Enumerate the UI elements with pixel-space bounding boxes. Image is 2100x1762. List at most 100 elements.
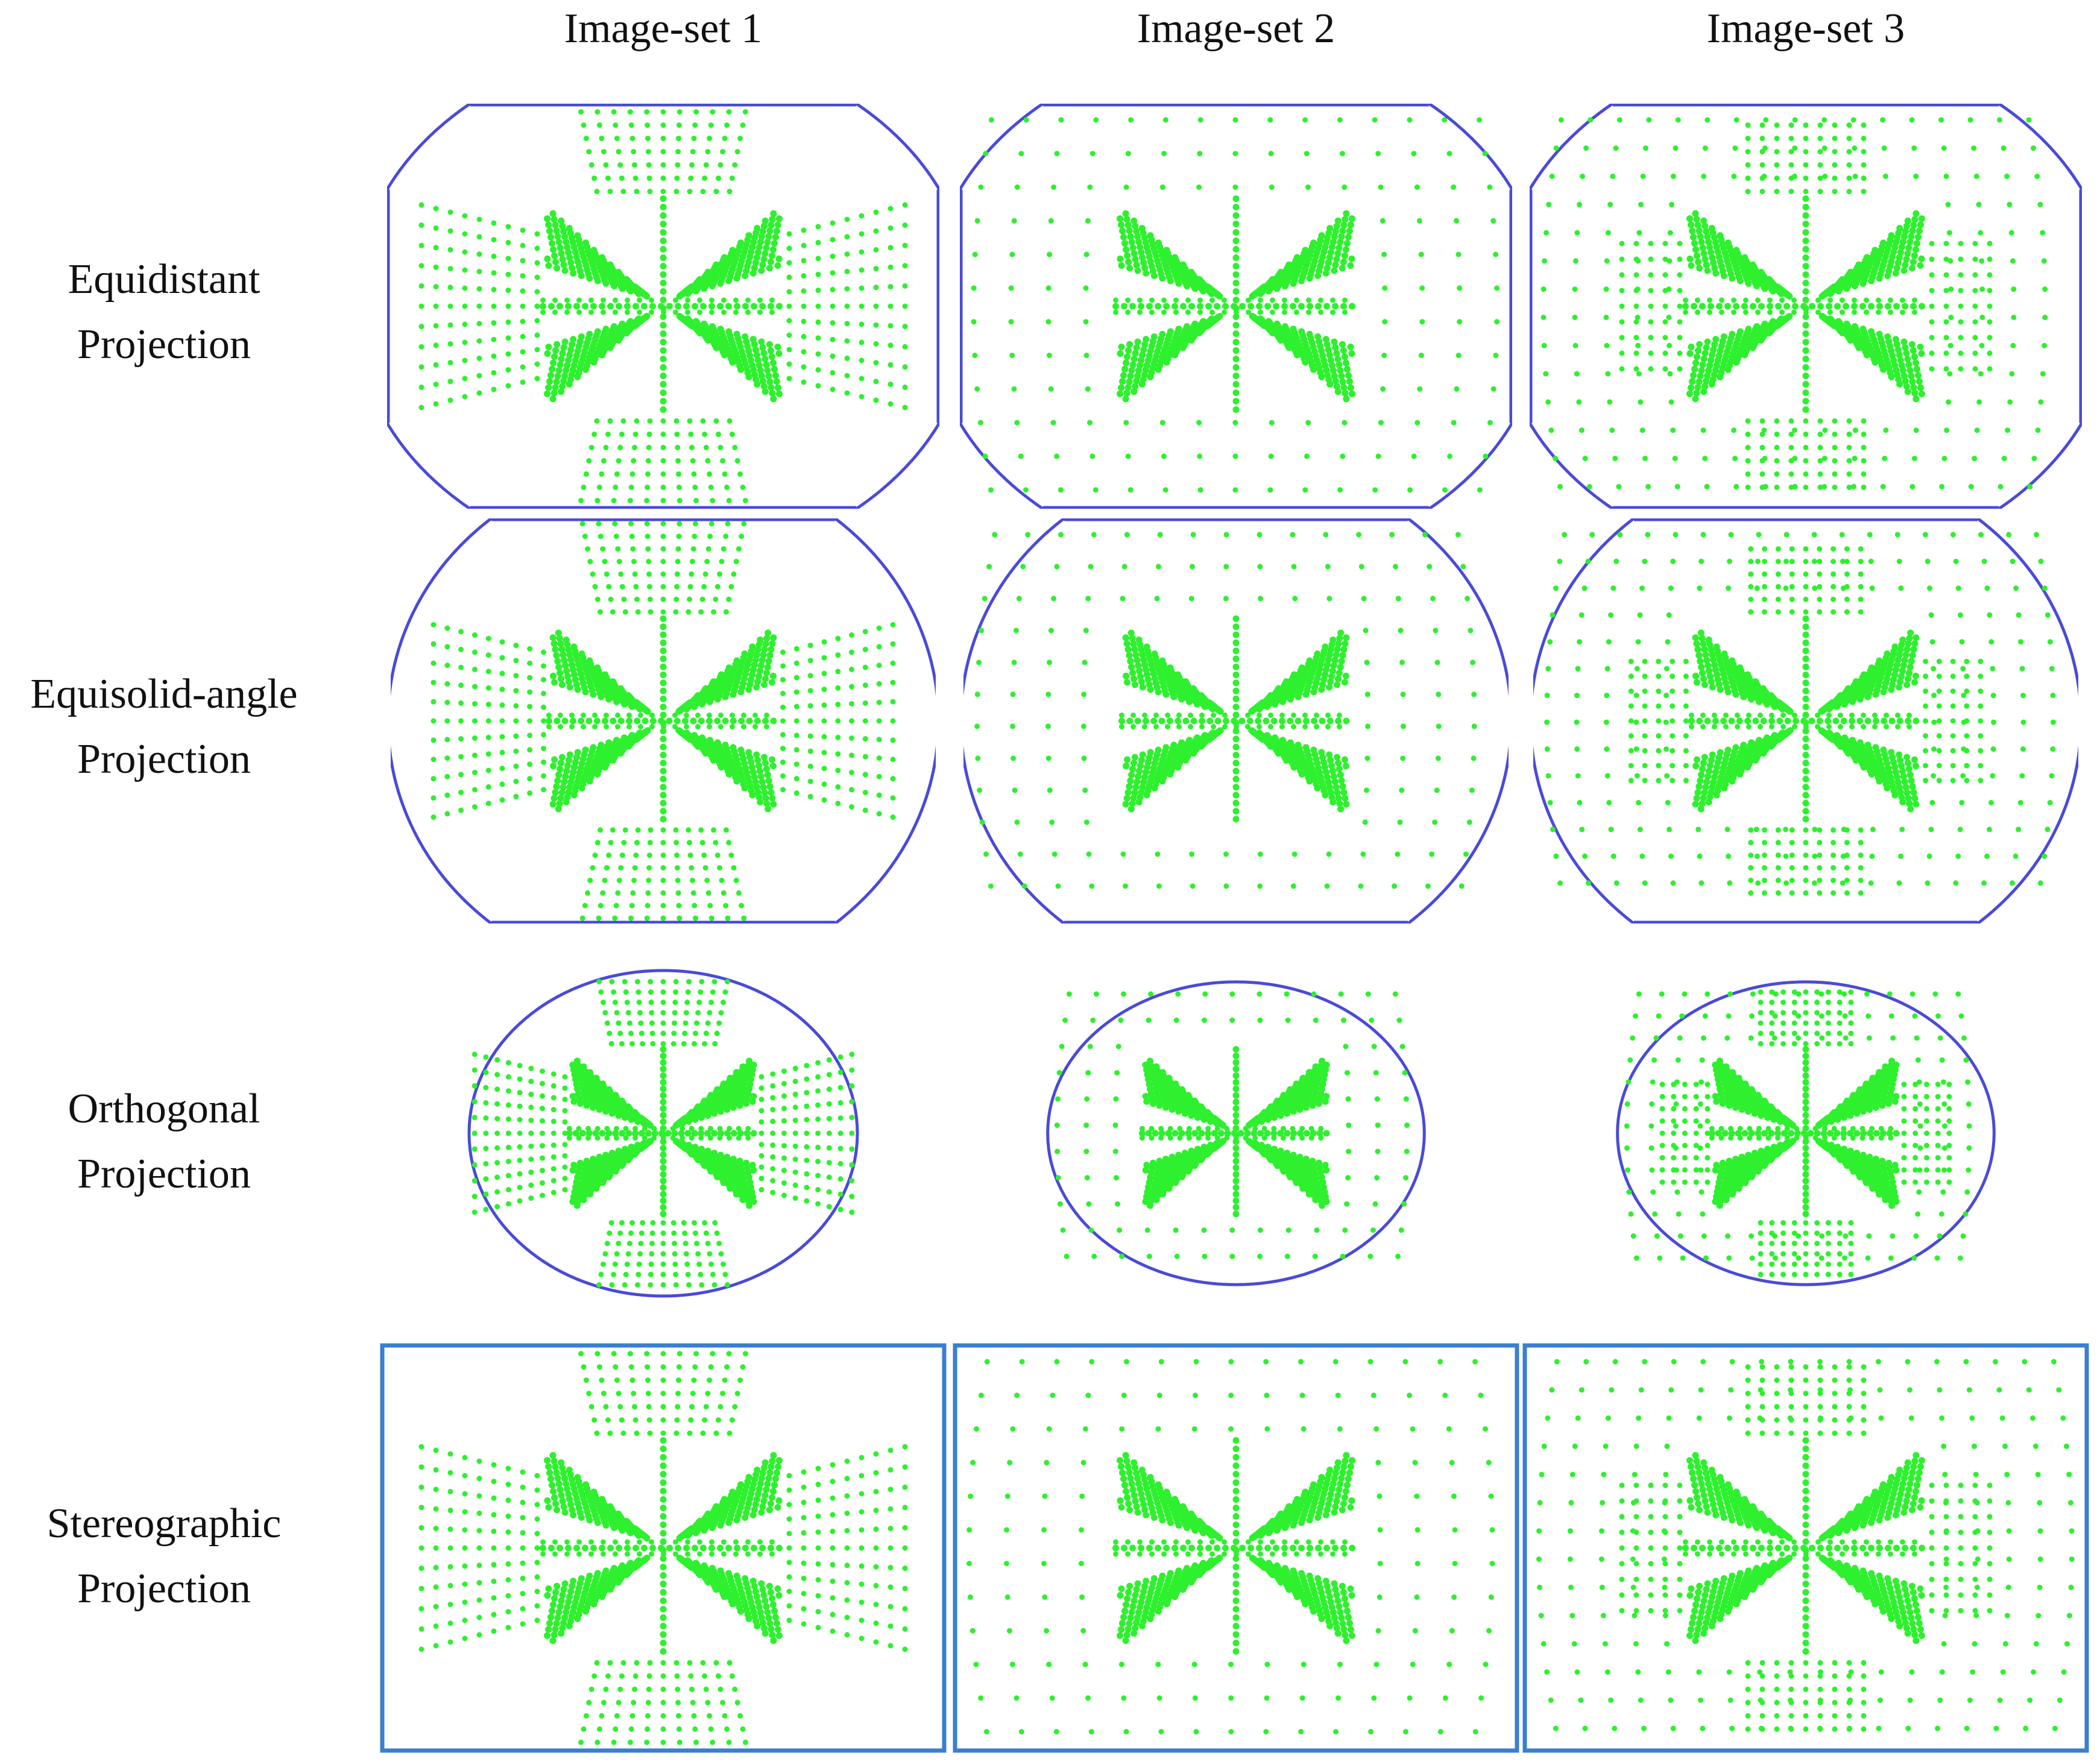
calibration-dot (491, 303, 497, 309)
calibration-dot (1619, 350, 1625, 356)
calibration-dot (607, 344, 614, 351)
calibration-dot (1119, 227, 1126, 234)
row-label-orthogonal: Orthogonal Projection (68, 1086, 260, 1197)
calibration-dot (594, 189, 600, 195)
calibration-dot (1929, 335, 1935, 341)
calibration-dot (675, 149, 681, 155)
calibration-dot (1704, 117, 1711, 123)
calibration-dot (1085, 386, 1091, 392)
calibration-dot (1698, 367, 1705, 374)
calibration-dot (691, 471, 697, 477)
calibration-dot (1908, 341, 1916, 348)
calibration-dot (1667, 230, 1673, 236)
calibration-dot (1987, 335, 1993, 341)
calibration-dot (1047, 251, 1052, 257)
calibration-dot (1126, 227, 1133, 234)
calibration-dot (1802, 280, 1809, 286)
calibration-dot (558, 675, 564, 682)
calibration-dot (462, 303, 468, 309)
calibration-dot (1232, 373, 1240, 379)
calibration-dot (1643, 145, 1648, 151)
calibration-dot (418, 283, 424, 289)
calibration-dot (1234, 297, 1239, 303)
calibration-dot (1375, 151, 1381, 157)
calibration-dot (1802, 254, 1809, 261)
calibration-dot (1803, 484, 1809, 490)
calibration-dot (1273, 303, 1279, 310)
calibration-dot (574, 232, 581, 239)
row-label-line2: Projection (77, 321, 251, 368)
calibration-dot (700, 303, 707, 310)
calibration-dot (1261, 322, 1268, 329)
calibration-dot (888, 303, 894, 309)
calibration-dot (1636, 230, 1642, 236)
calibration-dot (1419, 319, 1425, 325)
calibration-dot (491, 386, 497, 392)
calibration-dot (551, 353, 558, 360)
calibration-dot (645, 458, 651, 464)
calibration-dot (1089, 453, 1096, 459)
calibration-dot (1147, 373, 1154, 380)
calibration-dot (734, 458, 740, 464)
calibration-dot (786, 289, 792, 295)
calibration-dot (1540, 315, 1547, 320)
calibration-dot (859, 376, 865, 382)
calibration-dot (1802, 339, 1809, 345)
calibration-dot (433, 362, 439, 368)
calibration-dot (1741, 254, 1748, 261)
calibration-dot (1382, 319, 1388, 325)
calibration-dot (713, 344, 720, 351)
calibration-dot (801, 242, 807, 248)
calibration-dot (550, 672, 557, 679)
calibration-dot (1974, 427, 1980, 433)
calibration-dot (462, 321, 468, 327)
calibration-dot (1117, 255, 1124, 262)
calibration-dot (534, 303, 540, 309)
calibration-dot (1840, 297, 1845, 303)
calibration-dot (1692, 395, 1699, 403)
calibration-dot (433, 401, 439, 407)
calibration-dot (683, 303, 690, 310)
calibration-dot (447, 322, 453, 328)
calibration-dot (1802, 288, 1809, 295)
calibration-dot (1880, 239, 1887, 247)
calibration-dot (763, 361, 770, 368)
calibration-dot (1774, 149, 1780, 155)
calibration-dot (1910, 384, 1917, 391)
calibration-dot (716, 431, 721, 437)
calibration-dot (645, 149, 651, 155)
calibration-dot (1548, 427, 1554, 433)
calibration-dot (724, 484, 730, 490)
calibration-dot (596, 122, 602, 128)
calibration-dot (554, 233, 561, 240)
calibration-dot (632, 162, 637, 168)
row-label-line2: Projection (77, 1565, 251, 1612)
calibration-dot (1553, 456, 1559, 461)
calibration-dot (1696, 265, 1703, 272)
calibration-dot (607, 189, 613, 195)
calibration-dot (763, 244, 770, 251)
calibration-dot (1743, 309, 1748, 315)
calibration-dot (505, 367, 511, 373)
calibration-dot (576, 309, 582, 315)
calibration-dot (2009, 371, 2015, 377)
calibration-dot (1380, 386, 1386, 392)
calibration-dot (1269, 276, 1276, 283)
calibration-dot (1494, 285, 1500, 291)
calibration-dot (1929, 350, 1935, 356)
row-label-line1: Equidistant (68, 256, 260, 303)
calibration-dot (720, 254, 728, 261)
calibration-dot (1124, 221, 1132, 228)
calibration-dot (988, 487, 994, 493)
calibration-dot (888, 284, 894, 290)
calibration-dot (1340, 453, 1346, 459)
calibration-dot (1232, 356, 1240, 362)
calibration-dot (888, 245, 894, 251)
calibration-dot (1699, 244, 1706, 251)
calibration-dot (1619, 335, 1625, 341)
calibration-dot (696, 329, 704, 336)
calibration-dot (1023, 487, 1029, 493)
calibration-dot (1759, 189, 1765, 195)
calibration-dot (673, 309, 678, 315)
calibration-dot (844, 321, 850, 327)
